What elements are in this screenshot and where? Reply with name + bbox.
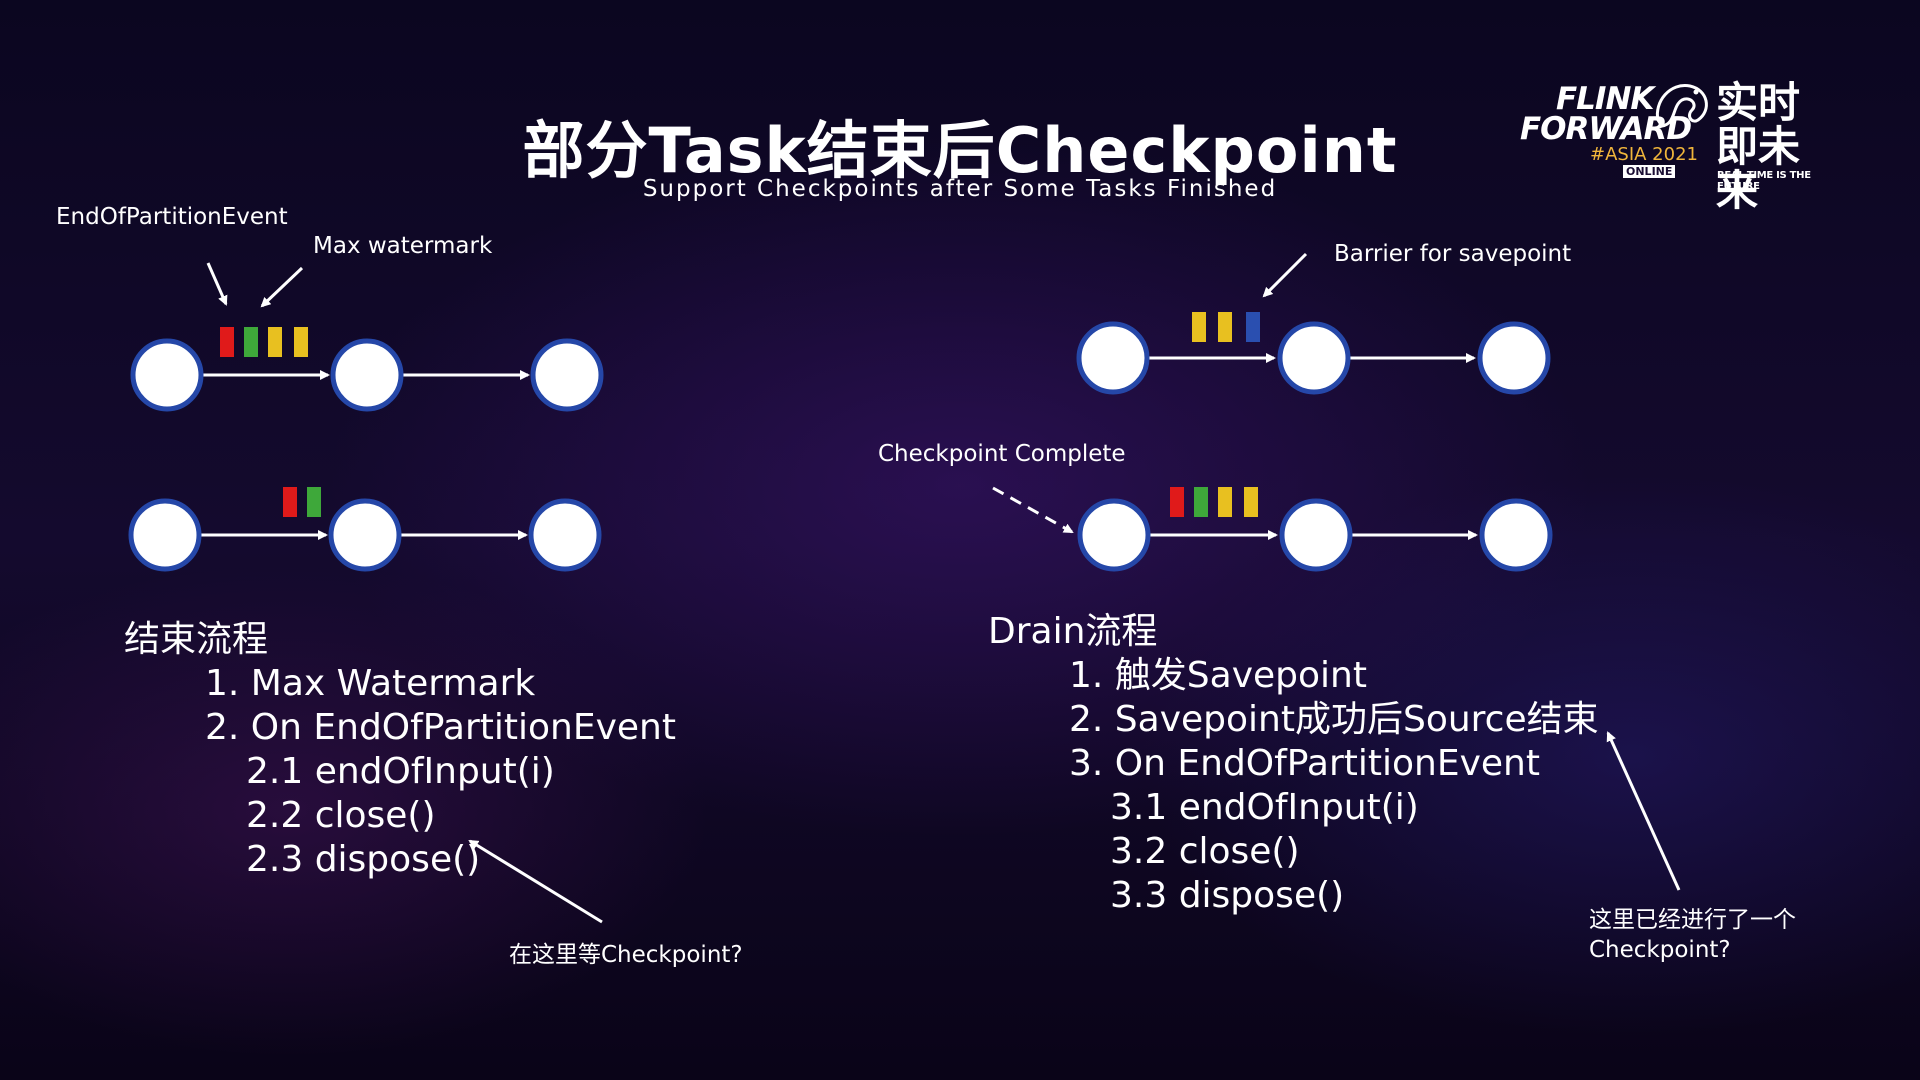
event-marker-green bbox=[1194, 487, 1208, 517]
event-marker-yellow bbox=[294, 327, 308, 357]
label-end-of-partition-event: EndOfPartitionEvent bbox=[56, 204, 288, 230]
event-marker-green bbox=[244, 327, 258, 357]
note-checkpoint-done-line2: Checkpoint? bbox=[1589, 937, 1731, 963]
right-list-item: 3.1 endOfInput(i) bbox=[1110, 787, 1419, 828]
note-arrow-left bbox=[468, 839, 603, 924]
squirrel-icon bbox=[1655, 84, 1708, 128]
event-marker-green bbox=[307, 487, 321, 517]
task-node bbox=[530, 338, 604, 412]
task-node bbox=[330, 338, 404, 412]
left-list-item: 2.1 endOfInput(i) bbox=[246, 751, 555, 792]
event-marker-yellow bbox=[1218, 312, 1232, 342]
task-node bbox=[1077, 498, 1151, 572]
task-node bbox=[1076, 321, 1150, 395]
event-marker-yellow bbox=[1192, 312, 1206, 342]
event-marker-red bbox=[1170, 487, 1184, 517]
dashed-pointer-arrow bbox=[992, 486, 1074, 534]
event-marker-red bbox=[283, 487, 297, 517]
logo-slogan-cn: 实时即未来 bbox=[1716, 78, 1801, 215]
task-node bbox=[328, 498, 402, 572]
logo-online-badge: ONLINE bbox=[1623, 165, 1676, 178]
label-max-watermark: Max watermark bbox=[313, 233, 493, 259]
task-node bbox=[1279, 498, 1353, 572]
logo-flink-text: FLINK bbox=[1556, 81, 1654, 117]
page-title: 部分Task结束后Checkpoint bbox=[522, 114, 1398, 187]
pointer-arrow bbox=[260, 266, 304, 308]
note-wait-checkpoint: 在这里等Checkpoint? bbox=[509, 942, 743, 968]
left-bottom-row bbox=[128, 487, 602, 572]
task-node bbox=[128, 498, 202, 572]
task-node bbox=[1277, 321, 1351, 395]
event-marker-red bbox=[220, 327, 234, 357]
pointer-arrow bbox=[1262, 252, 1308, 298]
right-list-item: 2. Savepoint成功后Source结束 bbox=[1069, 699, 1599, 740]
note-checkpoint-done-line1: 这里已经进行了一个 bbox=[1589, 907, 1796, 933]
left-list-heading: 结束流程 bbox=[124, 619, 269, 660]
right-top-row bbox=[1076, 252, 1551, 395]
note-arrow-right bbox=[1606, 731, 1681, 891]
logo-slogan-en: REAL-TIME IS THE FUTURE bbox=[1717, 170, 1811, 192]
event-marker-blue bbox=[1246, 312, 1260, 342]
left-list-item: 2.3 dispose() bbox=[246, 839, 481, 880]
right-bottom-row bbox=[992, 486, 1553, 572]
right-list-heading: Drain流程 bbox=[988, 611, 1158, 652]
task-node bbox=[1479, 498, 1553, 572]
task-node bbox=[130, 338, 204, 412]
right-list-item: 3.2 close() bbox=[1110, 831, 1300, 872]
right-list-item: 1. 触发Savepoint bbox=[1069, 655, 1367, 696]
flink-forward-logo: FLINK FORWARD #ASIA 2021 ONLINE 实时即未来 RE… bbox=[1518, 76, 1848, 213]
logo-event-text: #ASIA 2021 bbox=[1590, 144, 1698, 165]
right-list-item: 3.3 dispose() bbox=[1110, 875, 1345, 916]
right-list-item: 3. On EndOfPartitionEvent bbox=[1069, 743, 1540, 784]
left-top-row bbox=[130, 262, 604, 412]
left-list-item: 2. On EndOfPartitionEvent bbox=[205, 707, 676, 748]
task-node bbox=[1477, 321, 1551, 395]
pointer-arrow bbox=[206, 262, 228, 306]
event-marker-yellow bbox=[1218, 487, 1232, 517]
label-checkpoint-complete: Checkpoint Complete bbox=[878, 441, 1126, 467]
task-node bbox=[528, 498, 602, 572]
left-list-item: 1. Max Watermark bbox=[205, 663, 536, 704]
page-subtitle: Support Checkpoints after Some Tasks Fin… bbox=[642, 176, 1278, 202]
left-list-item: 2.2 close() bbox=[246, 795, 436, 836]
event-marker-yellow bbox=[268, 327, 282, 357]
event-marker-yellow bbox=[1244, 487, 1258, 517]
label-barrier-for-savepoint: Barrier for savepoint bbox=[1334, 241, 1572, 267]
logo-forward-text: FORWARD bbox=[1520, 111, 1692, 147]
